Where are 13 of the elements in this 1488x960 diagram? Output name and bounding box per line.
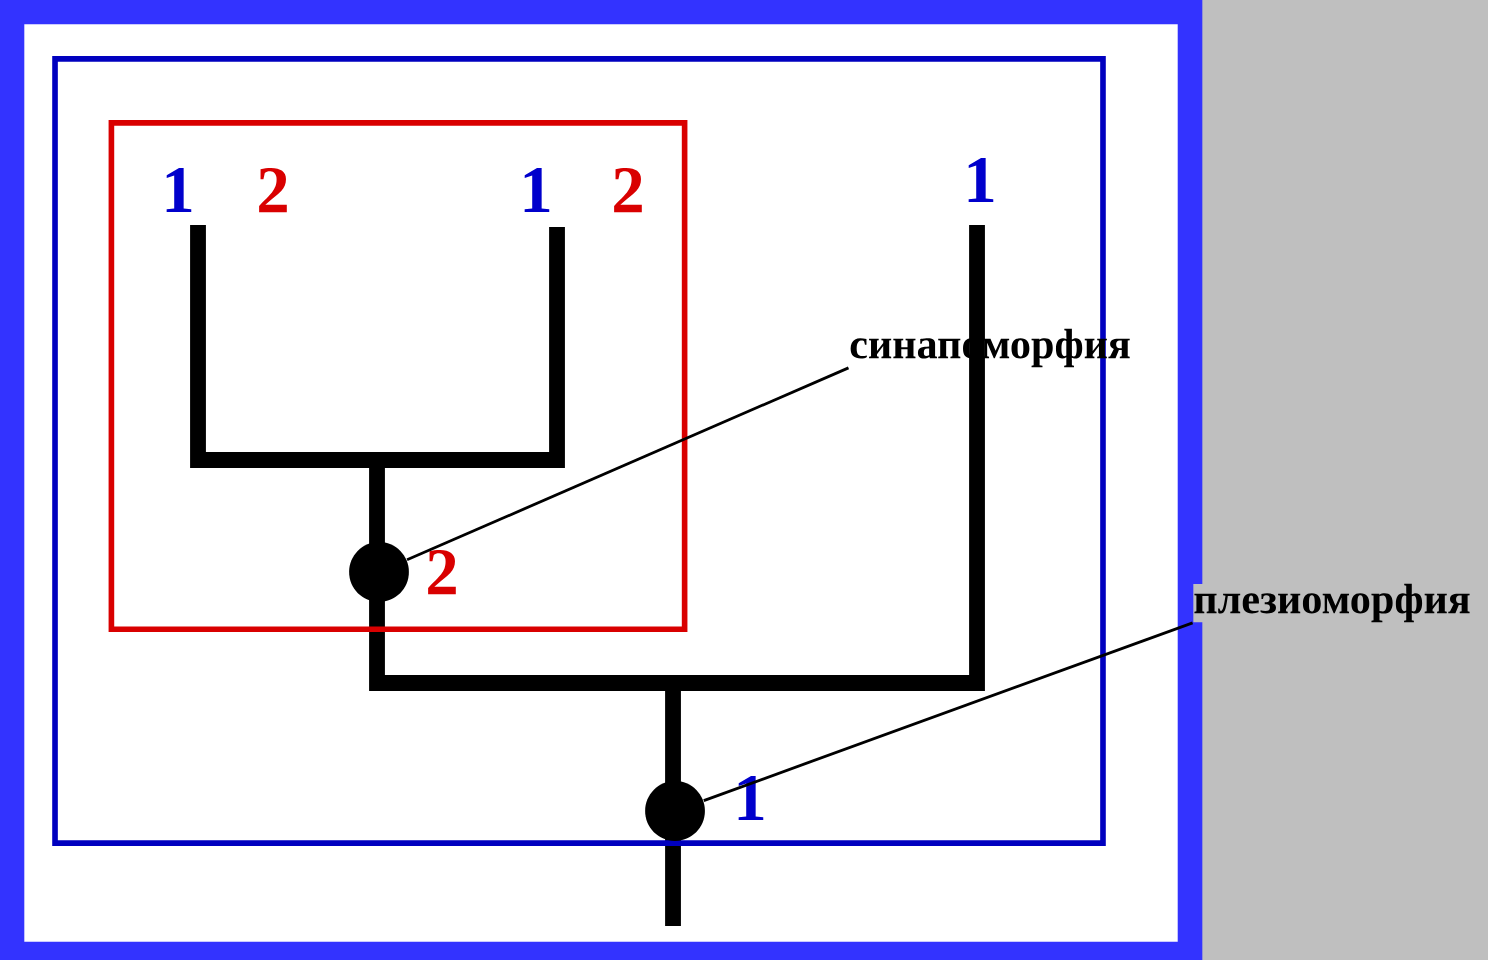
character-state: 1: [524, 168, 550, 213]
character-state: 1: [166, 168, 192, 213]
character-state: 2: [614, 167, 642, 213]
leader-line: [406, 366, 850, 562]
state-number: 2: [428, 549, 456, 595]
node-dot: [349, 542, 409, 602]
state-number: 1: [738, 776, 764, 821]
character-state: 1: [968, 158, 994, 203]
leader-line: [703, 621, 1194, 802]
clade-frame: [108, 120, 688, 633]
term-label: плезиоморфия: [1193, 583, 1471, 623]
character-state: 2: [259, 167, 287, 213]
node-dot: [645, 781, 705, 841]
